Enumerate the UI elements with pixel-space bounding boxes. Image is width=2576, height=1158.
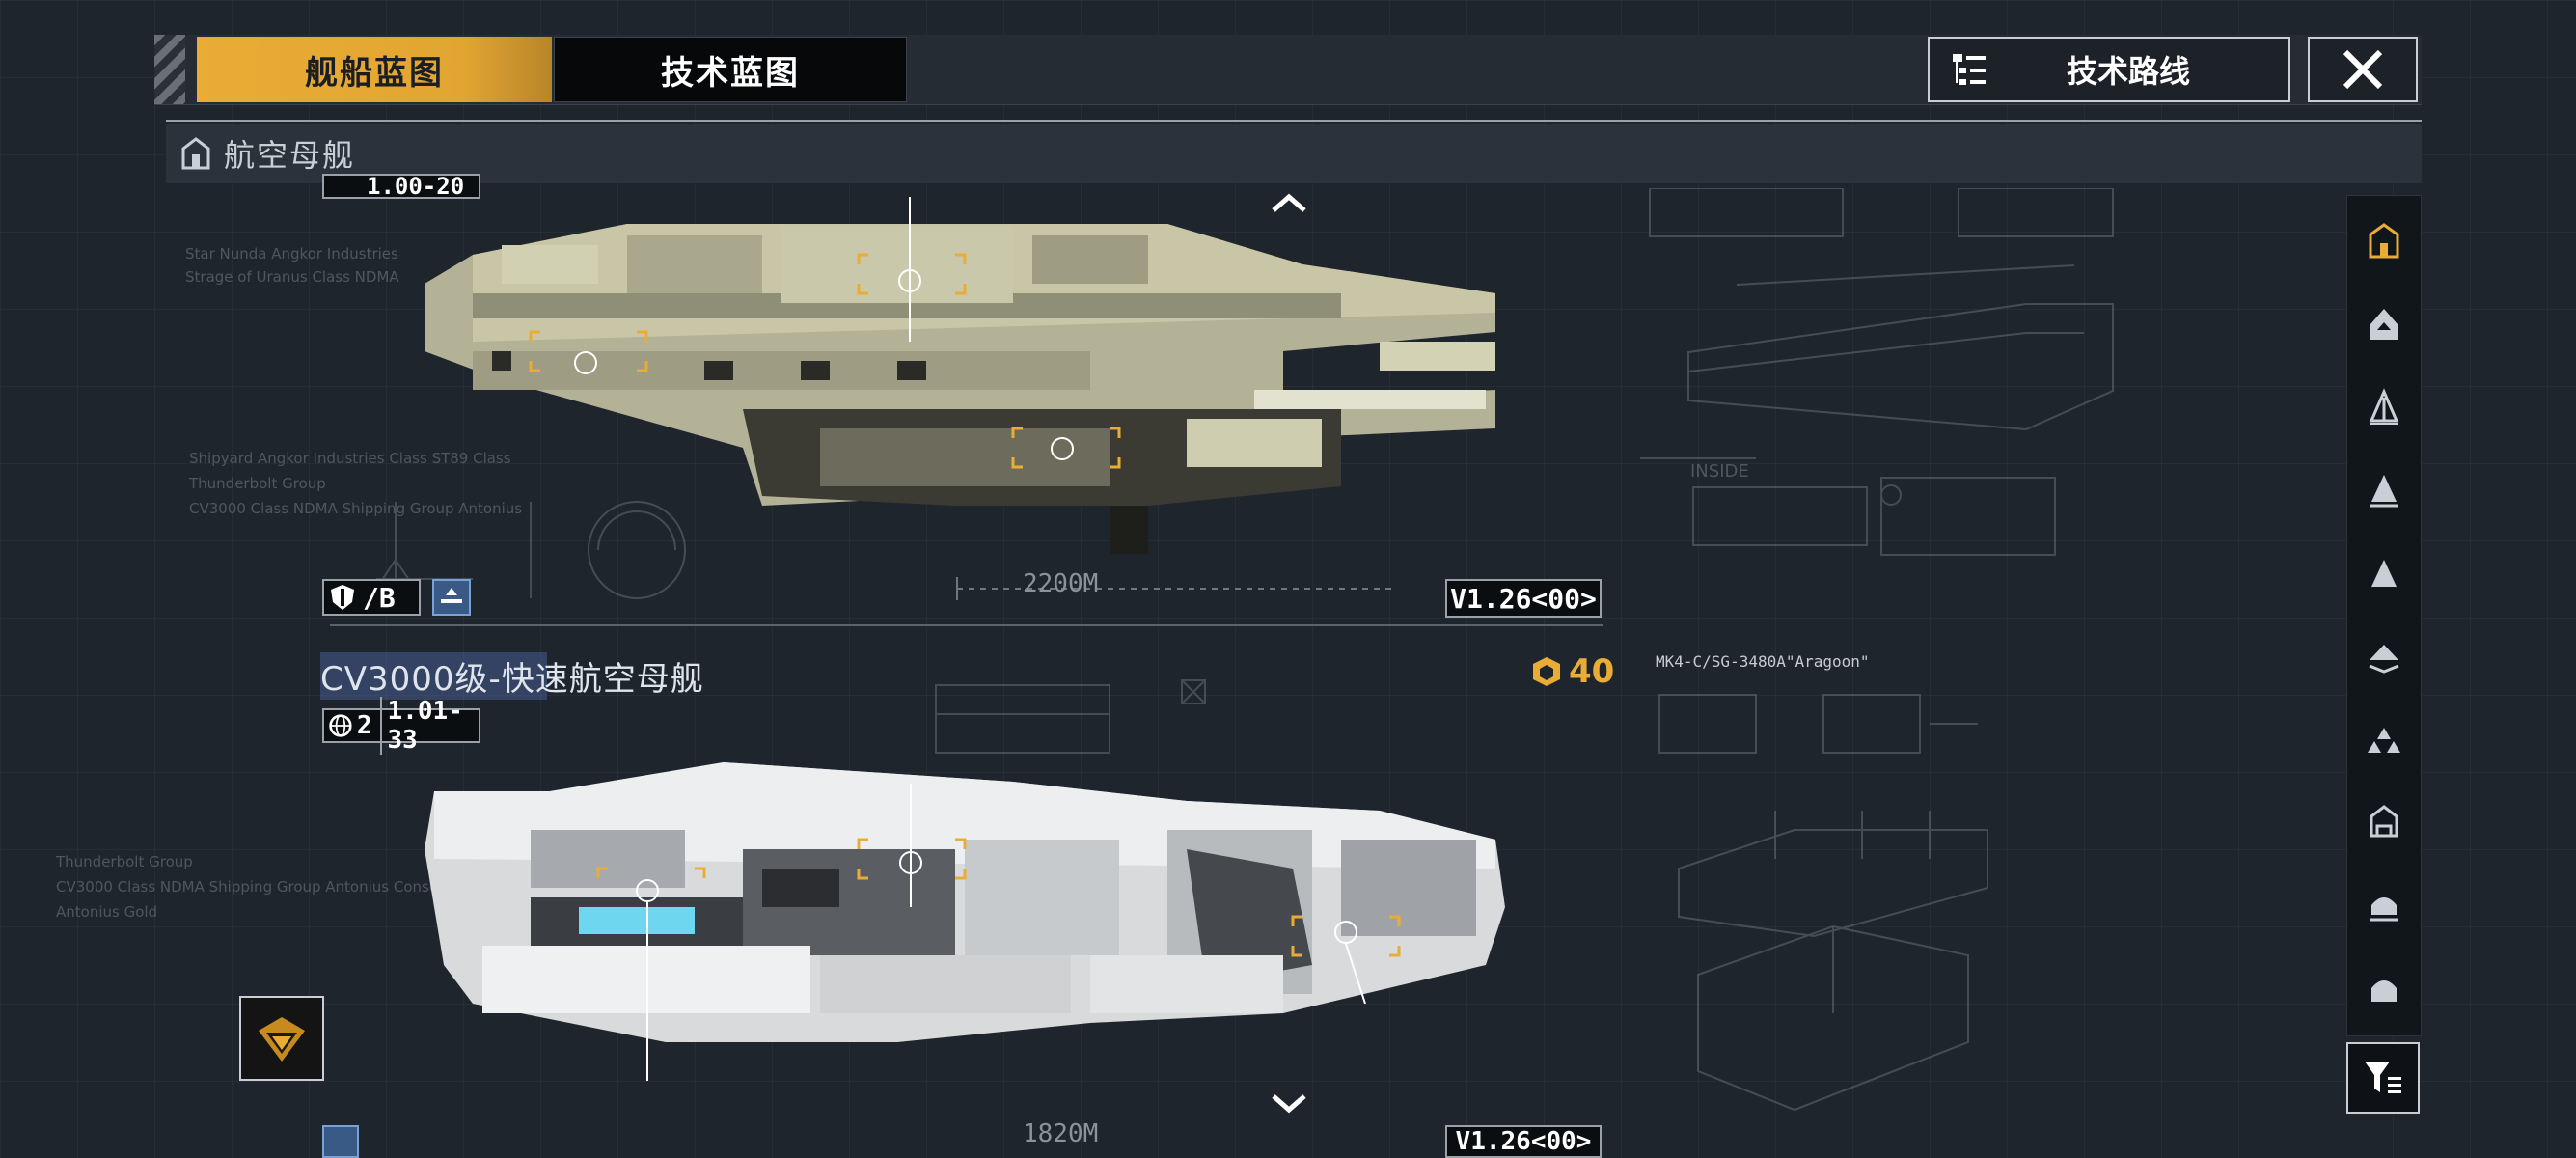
battlecruiser-icon bbox=[2370, 309, 2398, 340]
carrier-icon bbox=[181, 137, 210, 170]
ship-class-sidebar bbox=[2346, 195, 2422, 1036]
category-bar: 航空母舰 bbox=[166, 124, 2422, 183]
ship2-cost-value: 40 bbox=[1569, 652, 1615, 691]
ship2-code-badge: 2 1.01-33 bbox=[322, 697, 480, 755]
ship1-fleet-badge bbox=[432, 579, 471, 616]
sidebar-item-cruiser[interactable] bbox=[2347, 366, 2421, 449]
blueprint-text-4: Thunderbolt Group bbox=[189, 475, 326, 492]
ship2-image[interactable] bbox=[415, 753, 1515, 1081]
blueprint-text-6: Thunderbolt Group bbox=[56, 853, 193, 870]
ship2-code: 1.01-33 bbox=[379, 697, 479, 755]
auxiliary-icon bbox=[2370, 805, 2398, 838]
ship2-module-label: MK4-C/SG-3480A"Aragoon" bbox=[1656, 652, 1870, 671]
ship1-length-scale bbox=[330, 577, 1603, 626]
blueprint-text-2: Strage of Uranus Class NDMA bbox=[185, 268, 399, 286]
corvette-icon bbox=[2369, 645, 2399, 674]
scroll-down-arrow[interactable] bbox=[1270, 1089, 1308, 1117]
blueprint-text-5: CV3000 Class NDMA Shipping Group Antoniu… bbox=[189, 500, 523, 517]
top-bar-stripe bbox=[154, 35, 185, 104]
station-icon bbox=[2370, 897, 2398, 922]
ship1-image[interactable] bbox=[415, 197, 1505, 573]
rank-chevron-icon bbox=[259, 1017, 305, 1062]
shield-icon bbox=[331, 585, 354, 610]
blueprint-text-3: Shipyard Angkor Industries Class ST89 Cl… bbox=[189, 450, 511, 467]
tech-route-button[interactable]: 技术路线 bbox=[1928, 37, 2290, 102]
destroyer-icon bbox=[2370, 475, 2398, 508]
close-button[interactable] bbox=[2308, 37, 2418, 102]
sidebar-item-auxiliary[interactable] bbox=[2347, 781, 2421, 864]
ship1-version: V1.26<00> bbox=[1445, 579, 1602, 618]
frigate-icon bbox=[2371, 560, 2397, 587]
ship1-top-code: 1.00-20 bbox=[322, 173, 480, 200]
sidebar-item-frigate[interactable] bbox=[2347, 532, 2421, 615]
sidebar-item-station[interactable] bbox=[2347, 864, 2421, 947]
fighter-icon bbox=[2368, 728, 2400, 753]
tech-route-label: 技术路线 bbox=[2067, 53, 2191, 90]
rank-badge-button[interactable] bbox=[239, 996, 324, 1081]
ship2-version: V1.26<00> bbox=[1445, 1125, 1602, 1158]
globe-icon bbox=[329, 714, 352, 737]
blueprint-decor-top bbox=[1640, 188, 2114, 556]
resource-icon bbox=[1533, 657, 1560, 686]
sidebar-item-carrier[interactable] bbox=[2347, 200, 2421, 283]
ship1-rank-badge: /B bbox=[322, 579, 421, 616]
sidebar-item-battlecruiser[interactable] bbox=[2347, 283, 2421, 366]
fleet-icon bbox=[441, 588, 462, 603]
sidebar-item-destroyer[interactable] bbox=[2347, 449, 2421, 532]
blueprint-text-8: Antonius Gold bbox=[56, 903, 158, 921]
tab-ship-blueprint[interactable]: 舰船蓝图 bbox=[197, 37, 552, 102]
sidebar-item-misc[interactable] bbox=[2347, 947, 2421, 1030]
ship2-cost: 40 bbox=[1530, 652, 1614, 691]
blueprint-decor-mid bbox=[935, 679, 1206, 754]
cruiser-icon bbox=[2369, 388, 2399, 425]
header-divider bbox=[166, 120, 2422, 122]
ship2-version-text: V1.26<00> bbox=[1455, 1127, 1592, 1156]
ship2-length: 1820M bbox=[1023, 1119, 1099, 1148]
tab-tech-blueprint[interactable]: 技术蓝图 bbox=[554, 37, 907, 102]
blueprint-text-7: CV3000 Class NDMA Shipping Group Antoniu… bbox=[56, 878, 478, 896]
ship2-tier: 2 bbox=[356, 711, 372, 740]
blueprint-decor-bottom bbox=[1658, 694, 1988, 1112]
tech-tree-icon bbox=[1953, 54, 1986, 85]
ship1-version-text: V1.26<00> bbox=[1450, 582, 1597, 615]
misc-icon bbox=[2371, 980, 2397, 1002]
sidebar-item-corvette[interactable] bbox=[2347, 615, 2421, 698]
close-icon bbox=[2343, 49, 2383, 90]
blueprint-text-inside: INSIDE bbox=[1690, 461, 1749, 482]
partial-badge bbox=[322, 1125, 359, 1158]
filter-button[interactable] bbox=[2346, 1042, 2420, 1114]
scroll-up-arrow[interactable] bbox=[1270, 189, 1308, 218]
ship1-top-code-text: 1.00-20 bbox=[367, 173, 465, 200]
blueprint-text-1: Star Nunda Angkor Industries bbox=[185, 245, 398, 262]
ship2-name: CV3000级-快速航空母舰 bbox=[320, 652, 704, 700]
sidebar-item-fighter[interactable] bbox=[2347, 698, 2421, 781]
filter-icon bbox=[2365, 1062, 2401, 1093]
carrier-icon bbox=[2369, 223, 2399, 259]
ship1-rank: /B bbox=[363, 581, 396, 614]
category-title: 航空母舰 bbox=[224, 137, 356, 174]
ship1-length: 2200M bbox=[1023, 569, 1099, 598]
